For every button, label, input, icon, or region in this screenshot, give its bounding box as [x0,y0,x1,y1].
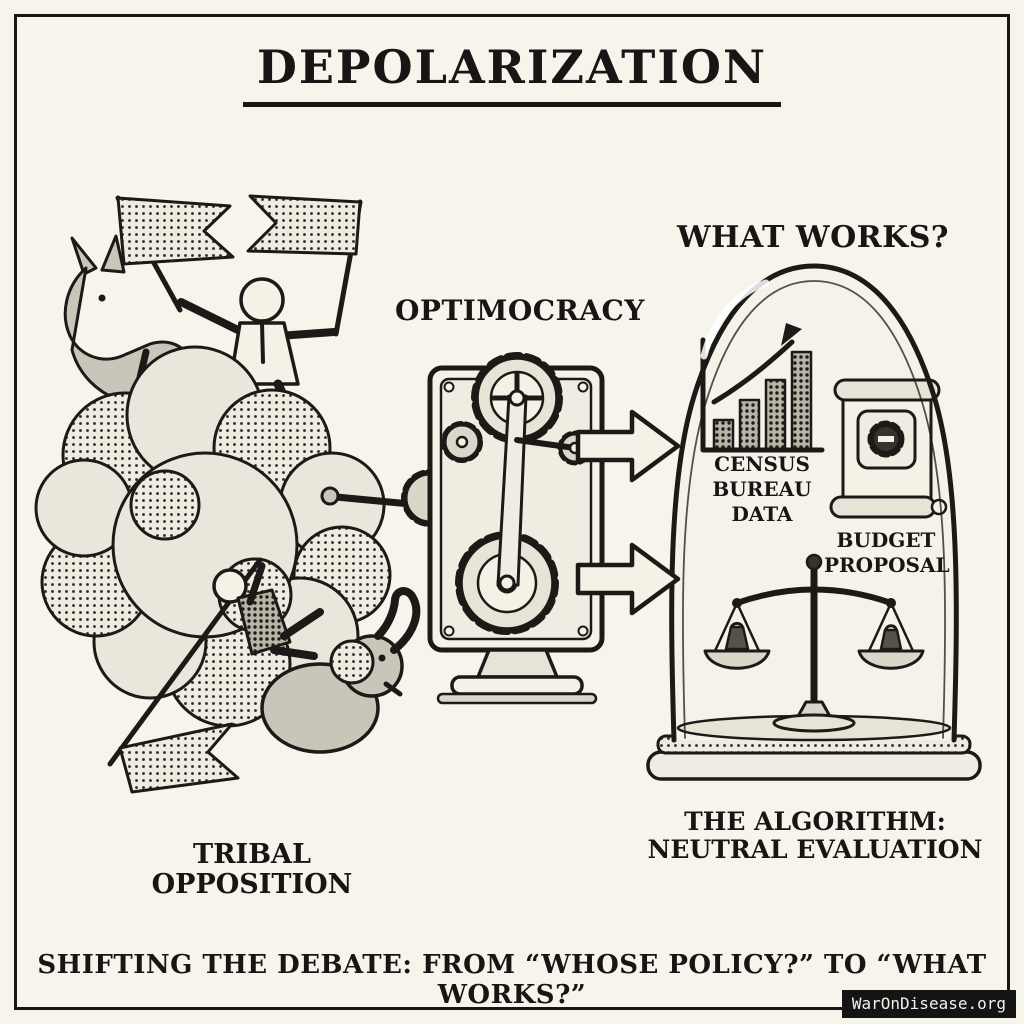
optimocracy-machine [401,352,605,705]
machine-pedestal [436,648,598,705]
elephant-icon [260,587,421,754]
bell-jar [646,263,982,781]
weight-icon [724,621,750,651]
flow-arrow-icon [575,542,681,616]
watermark-badge: WarOnDisease.org [841,990,1016,1018]
bolt-icon [577,625,589,637]
optimocracy-label: OPTIMOCRACY [395,294,645,327]
scales-icon [703,553,925,733]
gear-small-left-icon [441,421,483,463]
census-line-1: CENSUS [714,452,810,476]
budget-line-1: BUDGET [836,528,936,552]
torn-flag-left-icon [115,195,235,313]
budget-line-2: PROPOSAL [824,553,950,577]
census-line-2: BUREAU [712,477,812,501]
dome-plinth [646,750,982,781]
census-data-label: CENSUS BUREAU DATA [700,452,824,527]
trend-arrowhead [781,323,802,346]
what-works-heading: WHAT WORKS? [676,220,949,255]
bolt-icon [577,381,589,393]
falling-rider-icon [212,562,324,660]
algorithm-line-2: NEUTRAL EVALUATION [647,835,983,864]
trend-arrow-icon [711,339,795,405]
weight-icon [879,624,903,651]
tribal-opposition-label: TRIBAL OPPOSITION [137,840,367,900]
gear-minus-icon [867,420,905,458]
flow-arrows [575,409,681,616]
algorithm-line-1: THE ALGORITHM: [684,807,946,836]
dome-inner-line [681,280,947,739]
algorithm-caption: THE ALGORITHM: NEUTRAL EVALUATION [640,808,990,864]
bolt-icon [443,625,455,637]
glass-highlight [700,279,770,360]
tribal-line-2: OPPOSITION [151,869,353,900]
footer-caption: SHIFTING THE DEBATE: FROM “WHOSE POLICY?… [37,950,987,1010]
page-title-text: DEPOLARIZATION [242,40,781,107]
census-line-3: DATA [731,502,793,526]
tribal-opposition-illustration [34,194,436,794]
budget-proposal-label: BUDGET PROPOSAL [824,528,950,578]
budget-scroll-icon [829,378,948,519]
flow-arrow-icon [575,409,681,483]
tribal-line-1: TRIBAL [193,839,311,870]
pendulum-arm-icon [496,389,582,592]
torn-flag-right-icon [246,194,363,337]
bolt-icon [443,381,455,393]
dome-glass-outline [669,263,959,743]
page-title: DEPOLARIZATION [0,40,1024,107]
